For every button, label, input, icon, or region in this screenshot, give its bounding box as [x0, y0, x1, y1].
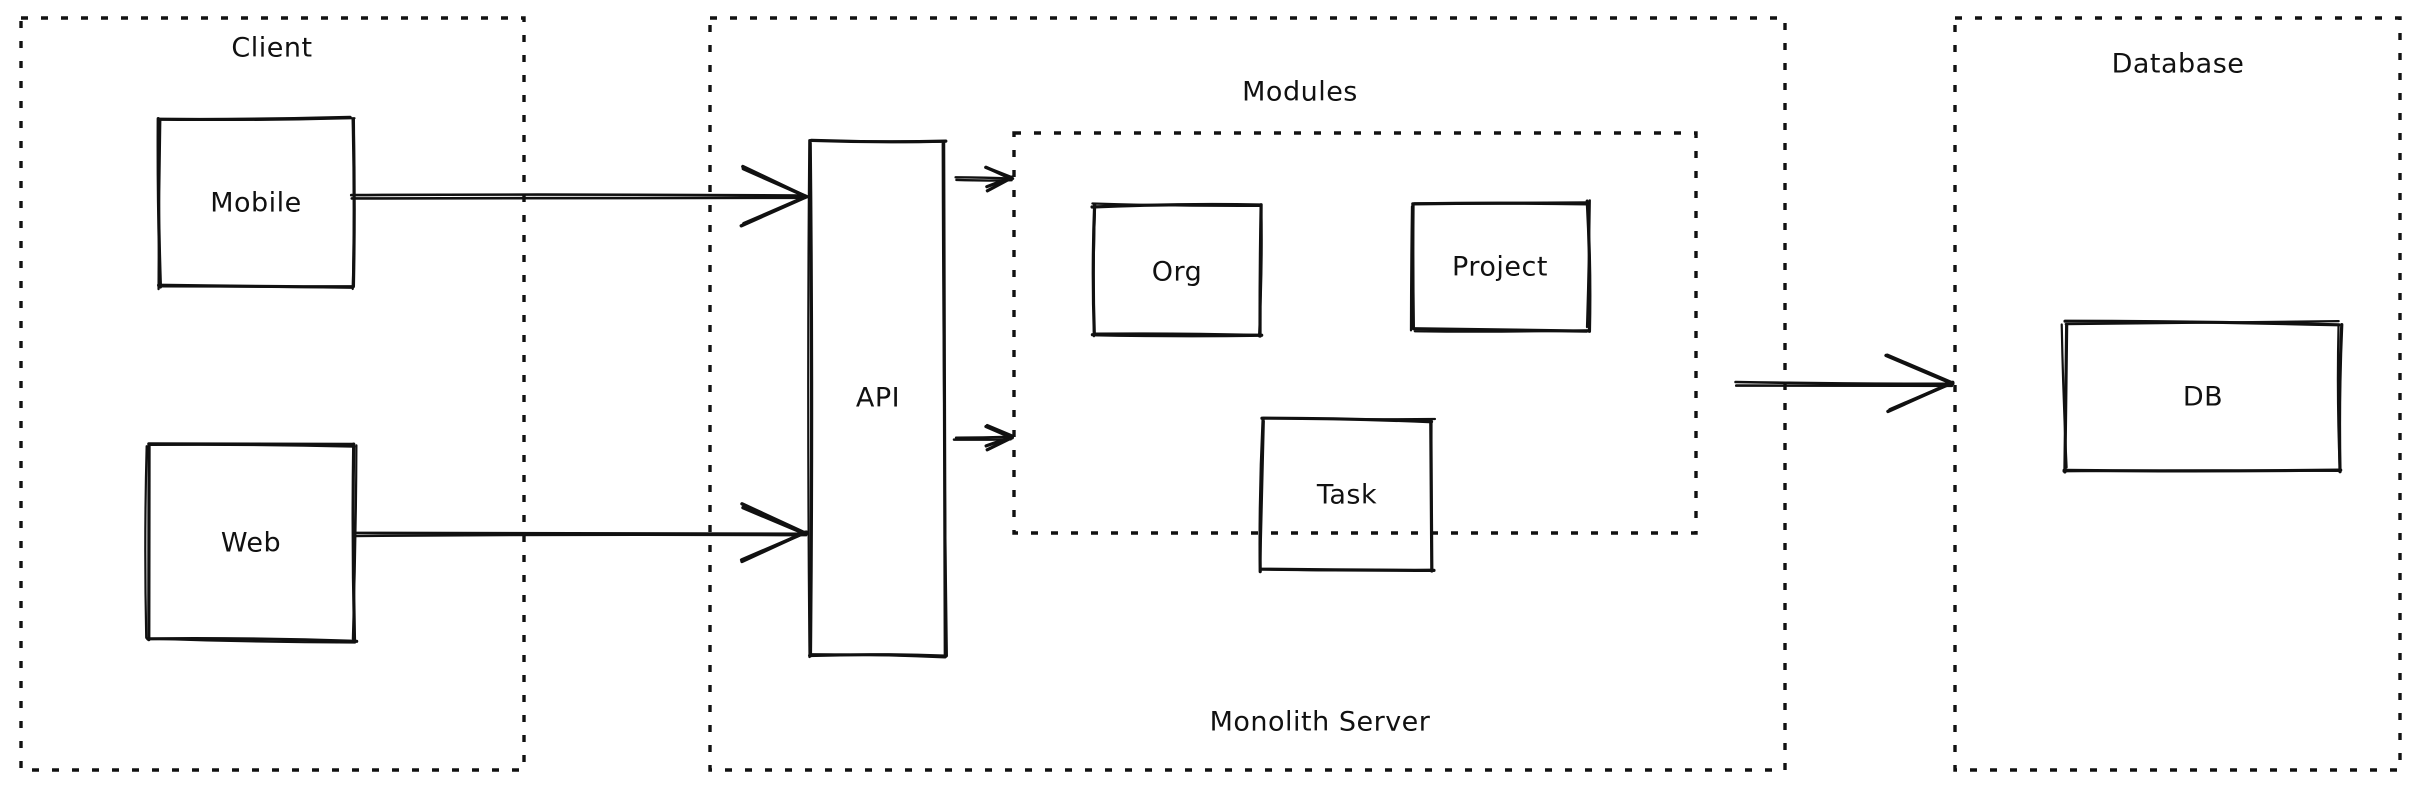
node-org[interactable] — [1093, 205, 1260, 335]
edge-server-to-db — [1734, 353, 1955, 414]
edge-api-to-modules-bottom — [952, 423, 1015, 452]
node-box-web — [144, 442, 359, 644]
node-box-api — [807, 138, 948, 659]
node-box-task — [1258, 416, 1437, 574]
node-box-db — [2060, 319, 2344, 474]
zone-border-modules — [1012, 131, 1698, 535]
edge-web-to-api — [352, 502, 809, 564]
edge-api-to-modules-top — [954, 165, 1015, 193]
zone-border-database — [1953, 16, 2402, 772]
node-db[interactable] — [2065, 323, 2340, 470]
edge-mobile-to-api — [349, 164, 809, 228]
node-box-mobile — [156, 115, 356, 291]
node-web[interactable] — [148, 445, 355, 640]
node-project[interactable] — [1412, 203, 1588, 330]
node-box-project — [1409, 199, 1592, 333]
node-mobile[interactable] — [160, 118, 352, 287]
zone-border-client — [19, 16, 526, 772]
node-task[interactable] — [1262, 420, 1432, 570]
node-api[interactable] — [810, 142, 945, 655]
zone-border-monolith-server — [708, 16, 1787, 772]
node-box-org — [1090, 202, 1264, 338]
